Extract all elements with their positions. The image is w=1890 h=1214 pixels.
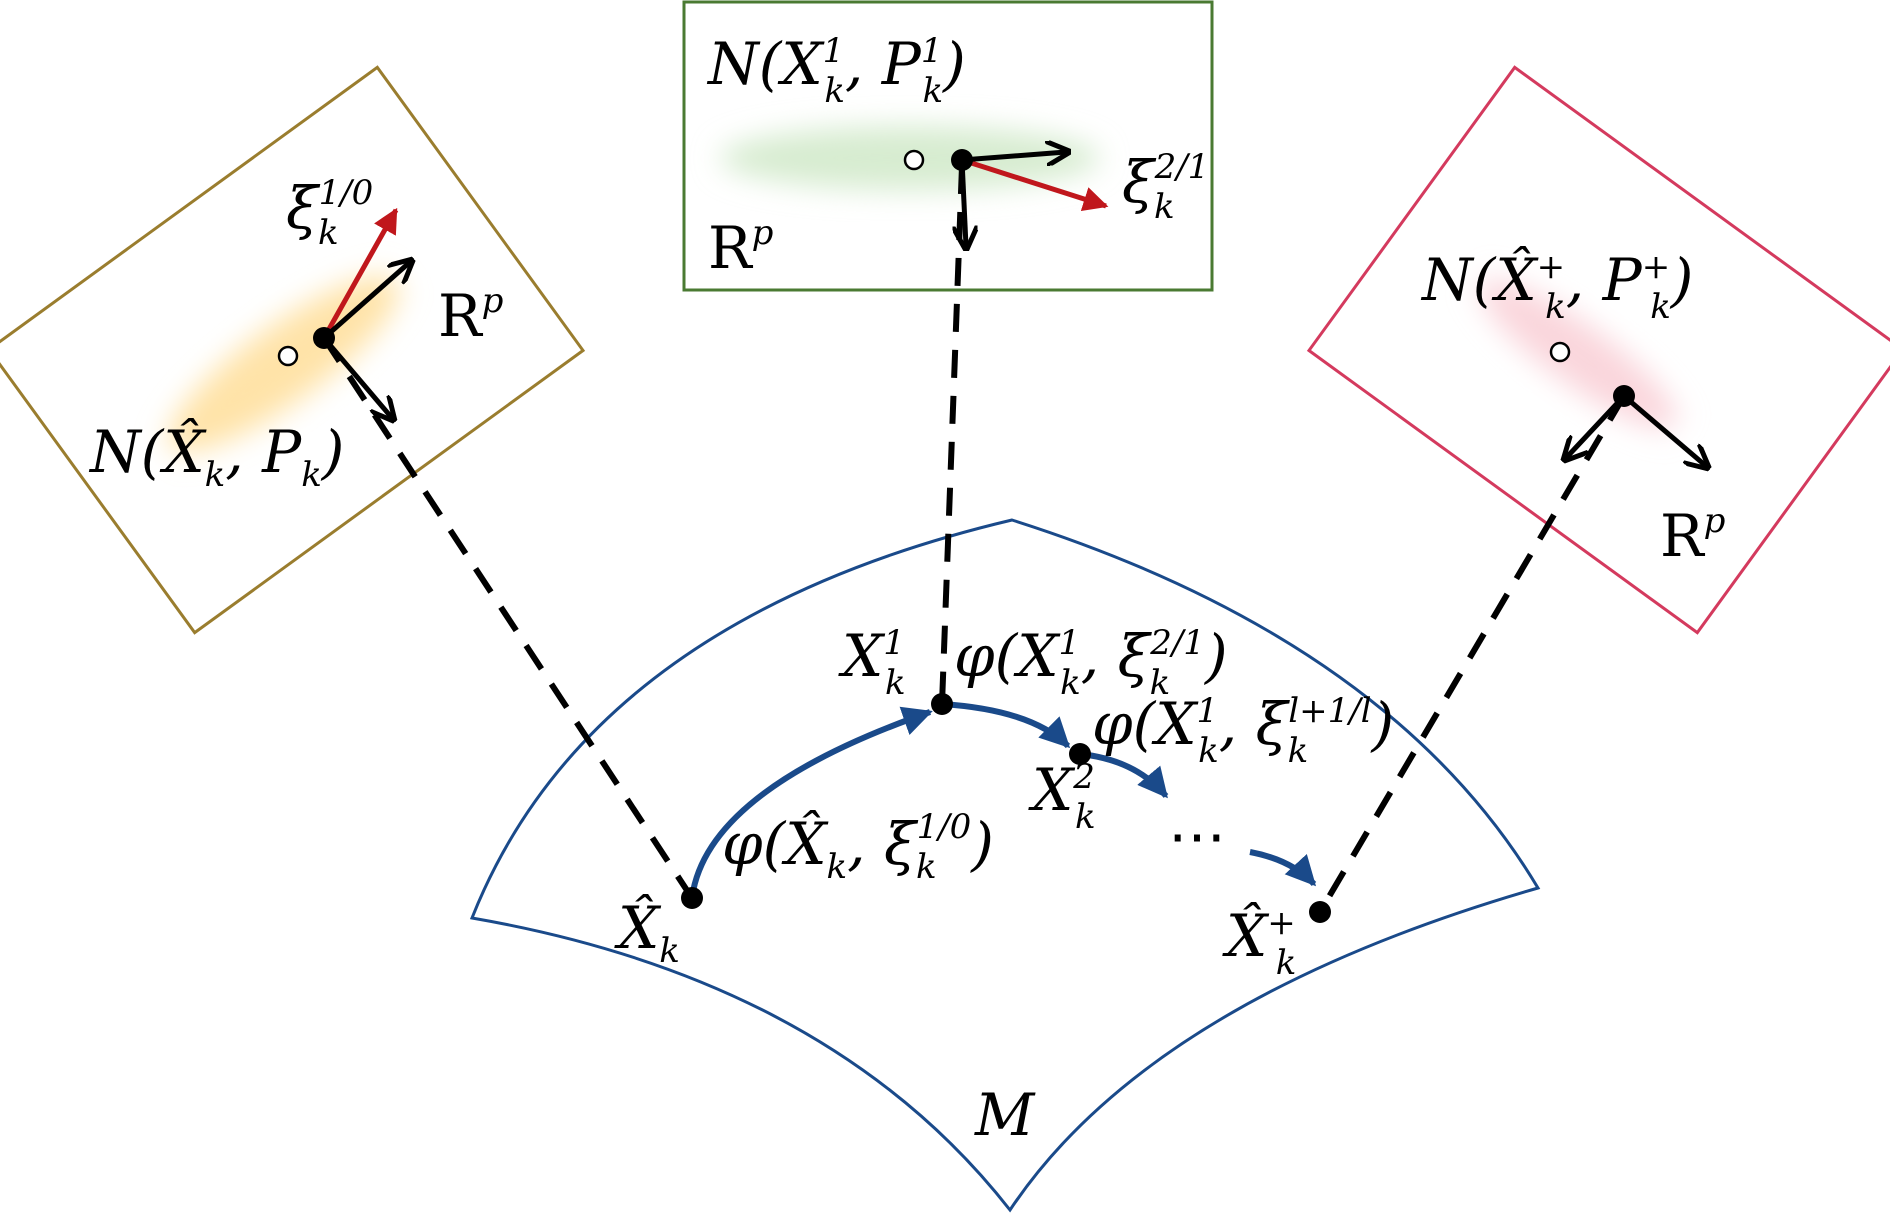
retraction-path-2 <box>1079 751 1169 799</box>
retraction-path-1 <box>941 701 1071 749</box>
xi-label-left: ξk1/0 <box>286 173 373 253</box>
distribution-label-right: N(X̂+k, P+k) <box>1420 245 1693 327</box>
xi-vector-left <box>321 207 399 340</box>
point-x1 <box>931 693 953 715</box>
projection-line-left <box>321 336 695 900</box>
sample-point-right <box>1613 385 1635 407</box>
projection-line-right <box>1317 394 1627 914</box>
point-x2 <box>1069 743 1091 765</box>
mean-marker-mid <box>903 149 925 171</box>
label-x-hat: X̂k <box>614 893 680 971</box>
basis-arrow-right-1 <box>1622 394 1706 466</box>
basis-arrow-left-1 <box>322 262 410 340</box>
point-x-hat <box>681 887 703 909</box>
retraction-path-3 <box>1249 849 1317 887</box>
point-x-plus <box>1309 901 1331 923</box>
space-label-right: Rp <box>1660 501 1725 570</box>
sample-point-mid <box>951 149 973 171</box>
ellipsis: ⋯ <box>1168 802 1226 870</box>
sample-point-left <box>313 327 335 349</box>
distribution-label-left: N(X̂k, Pk) <box>88 417 344 495</box>
basis-arrow-right-2 <box>1566 394 1626 458</box>
xi-vector-mid <box>961 157 1109 212</box>
frame-right <box>1306 65 1890 635</box>
space-label-left: Rp <box>438 281 503 350</box>
manifold-boundary <box>469 518 1541 1213</box>
manifold-label: M <box>974 1081 1036 1149</box>
label-x-plus: X̂+k <box>1222 901 1296 983</box>
retraction-path-0 <box>689 706 933 899</box>
basis-arrow-mid-2 <box>962 159 966 246</box>
basis-arrow-mid-1 <box>961 152 1066 160</box>
xi-label-mid: ξk2/1 <box>1122 147 1209 227</box>
basis-arrow-left-2 <box>322 336 392 418</box>
map-label-phi0: φ(X̂k, ξk1/0) <box>722 807 994 887</box>
mean-marker-right <box>1549 341 1571 363</box>
space-label-mid: Rp <box>708 213 773 282</box>
mean-marker-left <box>277 345 299 367</box>
